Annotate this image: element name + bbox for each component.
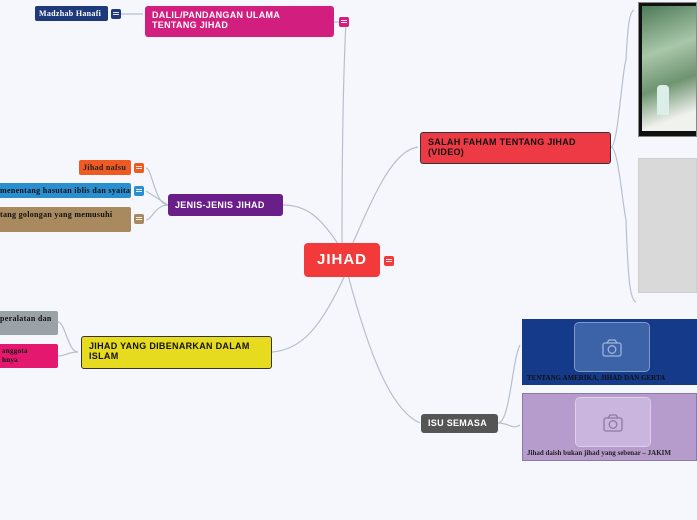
- note-icon[interactable]: [134, 186, 144, 196]
- jihad-nafsu-node[interactable]: Jihad nafsu: [79, 160, 131, 175]
- iblis-syaitan-node[interactable]: menentang hasutan iblis dan syaitan: [0, 183, 131, 198]
- note-icon[interactable]: [384, 256, 394, 266]
- note-icon[interactable]: [134, 163, 144, 173]
- amerika-image-node[interactable]: TENTANG AMERIKA, JIHAD DAN GERTA: [522, 319, 697, 385]
- camera-icon: [574, 322, 650, 372]
- note-icon[interactable]: [339, 17, 349, 27]
- daish-image-node[interactable]: Jihad daish bukan jihad yang sebenar – J…: [522, 393, 697, 461]
- golongan-memusuhi-node[interactable]: tang golongan yang memusuhi: [0, 207, 131, 232]
- salah-faham-node[interactable]: SALAH FAHAM TENTANG JIHAD (VIDEO): [420, 132, 611, 164]
- note-icon[interactable]: [111, 9, 121, 19]
- video-placeholder[interactable]: [638, 158, 697, 293]
- dalil-node[interactable]: DALIL/PANDANGAN ULAMA TENTANG JIHAD: [145, 6, 334, 37]
- note-icon[interactable]: [134, 214, 144, 224]
- anggota-node[interactable]: anggota hnya: [0, 344, 58, 368]
- video-thumbnail[interactable]: [638, 2, 697, 137]
- camera-icon: [575, 397, 651, 447]
- root-node[interactable]: JIHAD: [304, 243, 380, 277]
- jenis-jihad-node[interactable]: JENIS-JENIS JIHAD: [168, 194, 283, 216]
- peralatan-node[interactable]: peralatan dan: [0, 311, 58, 335]
- jihad-dibenarkan-node[interactable]: JIHAD YANG DIBENARKAN DALAM ISLAM: [81, 336, 272, 369]
- madzhab-hanafi-node[interactable]: Madzhab Hanafi: [35, 6, 108, 21]
- isu-semasa-node[interactable]: ISU SEMASA: [421, 414, 498, 433]
